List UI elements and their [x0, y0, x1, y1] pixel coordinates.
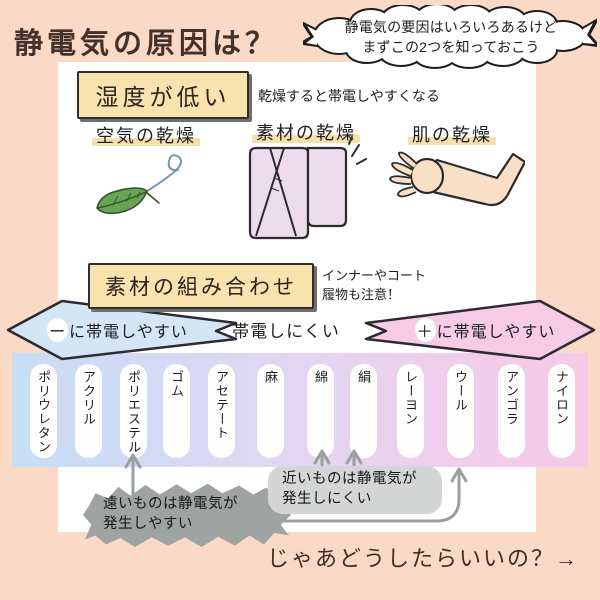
material-pill: アセテート [208, 364, 235, 458]
material-pill: アクリル [75, 364, 102, 458]
material-pill: 絹 [350, 364, 377, 458]
material-combo-badge: 素材の組み合わせ [88, 263, 314, 309]
speech-cloud-icon [303, 5, 597, 69]
material-pill: アンゴラ [498, 364, 525, 458]
material-pill: レーヨン [397, 364, 424, 458]
near-materials-callout: 近いものは静電気が 発生しにくい [268, 466, 442, 514]
neutral-charge-label: 帯電しにくい [232, 322, 340, 341]
plus-sign: ＋ [414, 318, 436, 342]
negative-charge-label: ーに帯電しやすい [25, 318, 210, 342]
air-dryness-label: 空気の乾燥 [92, 122, 200, 148]
humidity-note: 乾燥すると帯電しやすくなる [258, 88, 440, 104]
charge-scale-bar: ポリウレタン アクリル ポリエステル ゴム アセテート 麻 綿 絹 レーヨン ウ… [12, 353, 588, 467]
page-title: 静電気の原因は？ [14, 28, 279, 60]
negative-charge-arrow-icon [6, 299, 238, 361]
material-pill: 綿 [307, 364, 334, 458]
positive-charge-label: ＋に帯電しやすい [390, 318, 580, 342]
material-pill: 麻 [257, 364, 284, 458]
humidity-badge: 湿度が低い [77, 71, 249, 119]
kimono-icon [248, 136, 367, 240]
skin-dryness-label: 肌の乾燥 [408, 121, 496, 147]
material-pill: ウール [447, 364, 474, 458]
intro-bubble-text: 静電気の要因はいろいろあるけど まずこの2つを知っておこう [344, 19, 558, 56]
material-combo-note: インナーやコート 履物も注意！ [322, 268, 427, 302]
material-dryness-label: 素材の乾燥 [252, 119, 360, 145]
material-pill: ポリエステル [120, 364, 147, 458]
next-question-text: じゃあどうしたらいいの？→ [267, 546, 580, 571]
arm-icon [389, 151, 525, 207]
positive-charge-arrow-icon [364, 299, 596, 361]
material-pill: ナイロン [548, 364, 575, 458]
leaf-wind-icon [96, 154, 182, 215]
far-materials-callout: 遠いものは静電気が 発生しやすい [83, 483, 291, 547]
material-pill: ゴム [163, 364, 190, 458]
minus-sign: ー [47, 318, 69, 342]
material-pill: ポリウレタン [30, 364, 57, 458]
